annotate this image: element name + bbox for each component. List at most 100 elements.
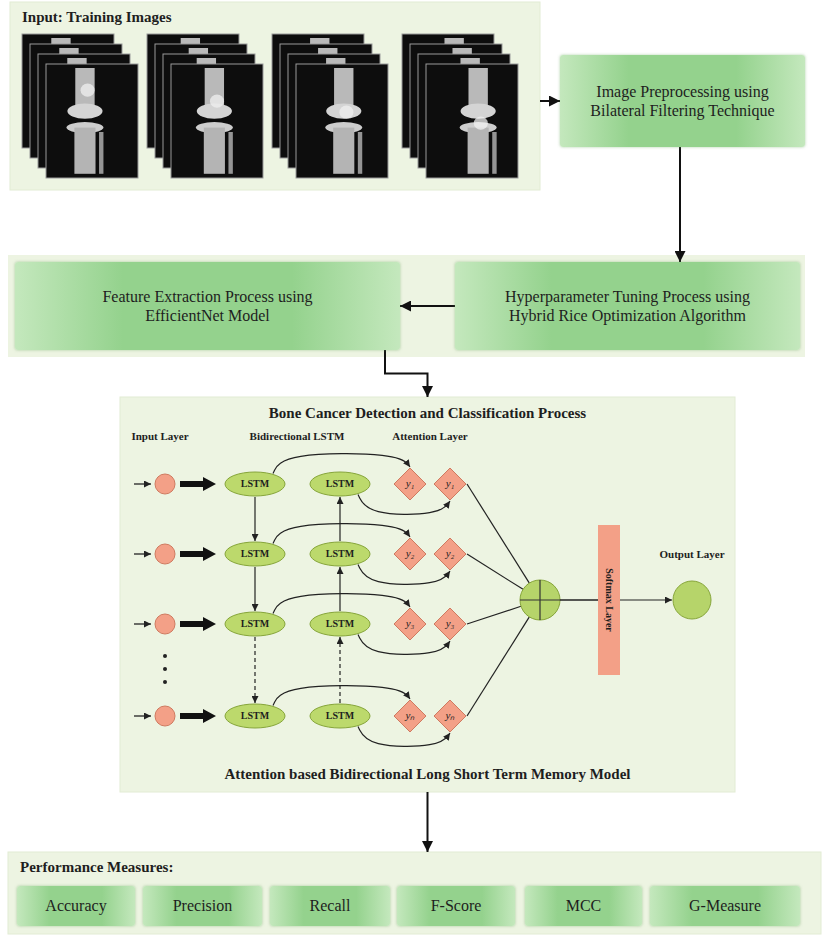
lstm-link [358,635,450,655]
process-box: Hyperparameter Tuning Process using Hybr… [455,262,800,350]
layer-heading: Input Layer [131,430,188,442]
xray-frame [426,64,518,178]
flow-arrow [540,100,560,102]
node-text: Softmax Layer [603,568,615,632]
lesion [210,95,224,108]
lstm-link [254,637,255,703]
attention-node: yₙ [393,699,427,733]
lstm-link [339,567,340,611]
fibula [99,132,103,174]
femur [75,68,94,108]
ellipsis-dot [163,680,167,684]
lstm-cell: LSTM [224,703,286,729]
lstm-link [339,497,340,541]
lstm-link [273,454,410,474]
flow-arrow [385,350,428,397]
femur-condyle [461,103,496,118]
sum-to-softmax-line [560,599,598,600]
layer-heading: Attention Layer [392,430,467,442]
lstm-outline [225,704,285,728]
lstm-cell: LSTM [224,541,286,567]
diamond-outline [434,608,466,640]
xray-stack [147,34,263,178]
block-arrow [180,547,216,561]
node-text: y₃ [446,617,455,630]
attention-node: y₁ [433,467,467,501]
tibia [204,128,225,174]
panel-ground [120,397,735,792]
lstm-outline [310,612,370,636]
attention-merge-line [467,606,521,624]
diamond-outline [434,700,466,732]
output-circle-outline [673,581,711,619]
attention-node: y₂ [433,537,467,571]
node-text: Feature Extraction Process using Efficie… [77,287,339,325]
node-text: LSTM [326,710,354,722]
lstm-link [339,637,340,703]
node-text: F-Score [431,896,482,915]
node-text: LSTM [241,548,269,560]
stage-panel: Bone Cancer Detection and Classification… [120,397,735,792]
node-text: yₙ [446,709,455,722]
diamond-outline [394,608,426,640]
input-neuron [155,474,175,494]
diamond-outline [394,700,426,732]
input-neuron [155,544,175,564]
metric-box: MCC [525,886,642,926]
lstm-link [273,524,410,544]
femur [468,68,487,108]
lstm-cell: LSTM [309,611,371,637]
fibula [358,132,362,174]
xray-stack [272,34,388,178]
ellipsis-dot [163,654,167,658]
sum-cross [520,580,560,620]
node-text: y₂ [446,547,455,560]
attention-node: y₂ [393,537,427,571]
lstm-link [273,686,410,706]
panel-heading: Performance Measures: [20,858,173,876]
block-arrow [180,477,216,491]
block-arrow [180,617,216,631]
panel-heading: Input: Training Images [22,8,171,26]
attention-node: y₁ [393,467,427,501]
process-box: Feature Extraction Process using Efficie… [15,262,400,350]
xray-stack [402,34,518,178]
lstm-outline [310,472,370,496]
femur [334,68,353,108]
node-text: MCC [566,896,602,915]
lstm-cell: LSTM [224,471,286,497]
fibula [228,132,232,174]
xray-stack [22,34,138,178]
node-text: LSTM [241,710,269,722]
metric-box: Precision [143,886,262,926]
lstm-link [254,567,255,611]
attention-merge-line [467,484,529,583]
femur-condyle [67,103,102,118]
node-text: Precision [173,896,233,915]
input-arrow [134,623,151,624]
input-neuron [155,706,175,726]
femur [205,68,224,108]
node-text: LSTM [241,618,269,630]
panel-ground [8,852,821,934]
attention-node: y₃ [433,607,467,641]
tibia [333,128,354,174]
metric-box: Recall [270,886,390,926]
node-text: LSTM [241,478,269,490]
xray-frame [171,64,263,178]
diamond-outline [434,468,466,500]
output-circle [672,580,712,620]
metric-box: Accuracy [17,886,135,926]
panel-ground [10,2,540,190]
node-text: Output Layer [659,548,724,561]
lstm-outline [225,612,285,636]
node-text: y₃ [406,617,415,630]
lesion [81,84,95,97]
attention-node: yₙ [433,699,467,733]
lesion [339,106,353,119]
node-text: Accuracy [45,896,106,915]
node-text: yₙ [406,709,415,722]
lstm-outline [225,542,285,566]
input-arrow [134,483,151,484]
panel-heading: Bone Cancer Detection and Classification… [269,404,586,422]
